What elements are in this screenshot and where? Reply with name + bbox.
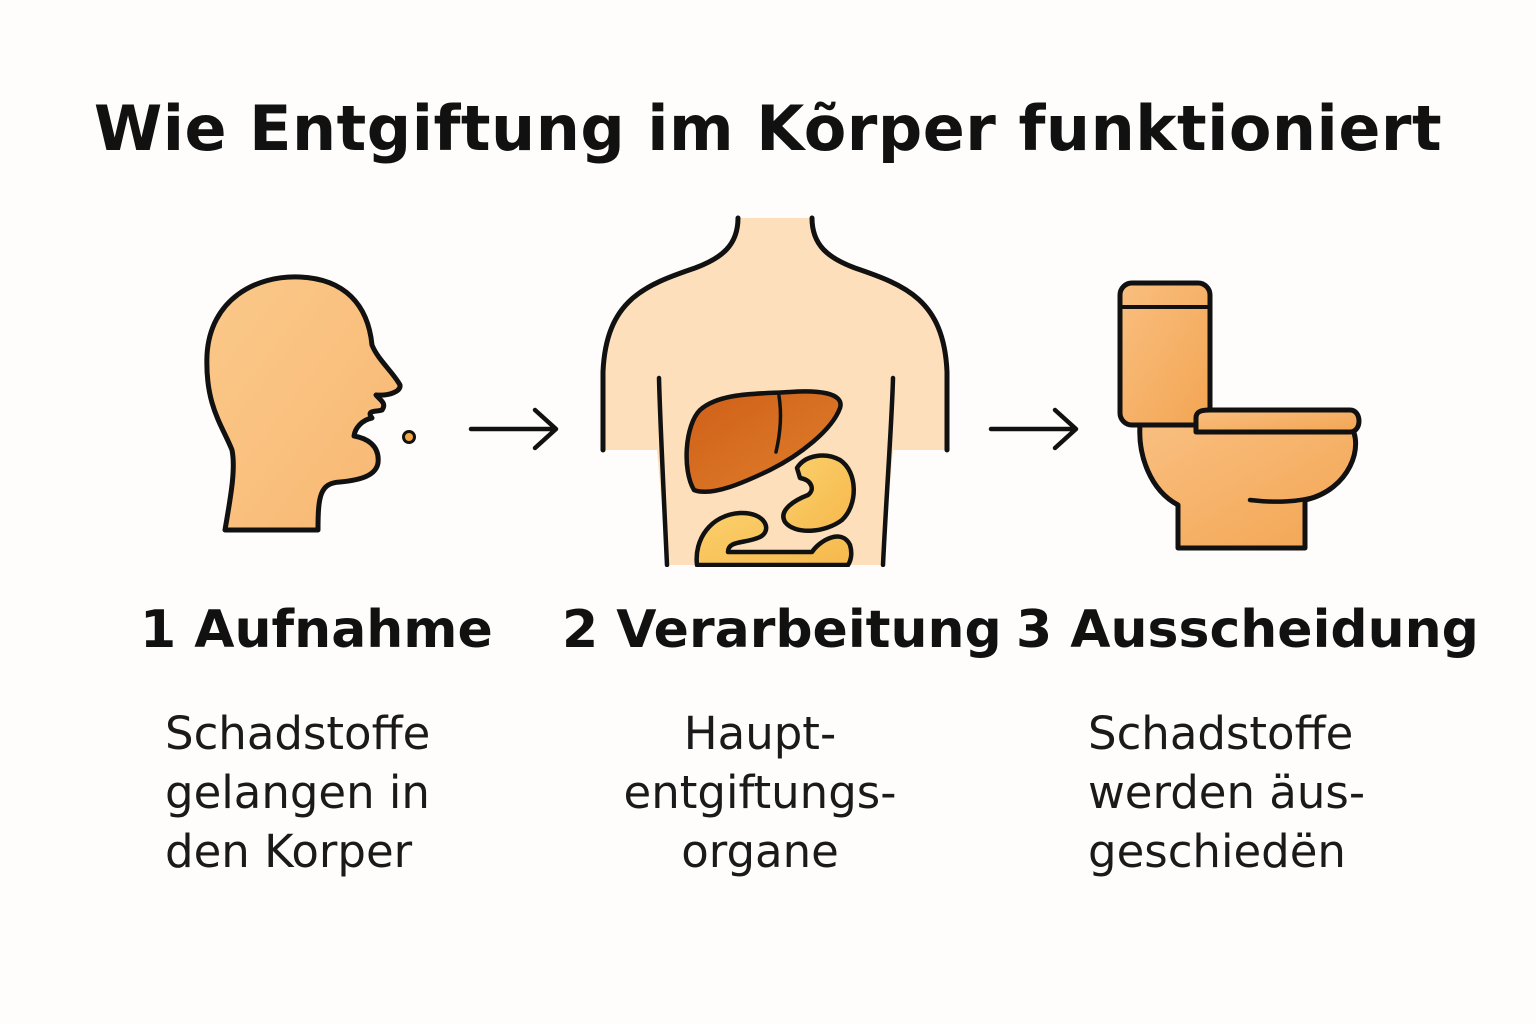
step-2-heading: 2 Verarbeitung bbox=[562, 600, 1002, 660]
arrow-right-icon bbox=[988, 407, 1079, 451]
step-3-line: werden äus- bbox=[1088, 766, 1366, 819]
step-1-line: den Korper bbox=[165, 825, 413, 878]
step-3-description: Schadstoffe werden äus- geschiedën bbox=[1088, 704, 1418, 881]
step-2-line: Haupt- bbox=[683, 707, 837, 760]
breath-particle bbox=[402, 430, 416, 444]
liver bbox=[684, 389, 843, 495]
step-1-description: Schadstoffe gelangen in den Korper bbox=[165, 704, 485, 881]
head-shape bbox=[204, 274, 403, 533]
page-title: Wie Entgiftung im Kõrper funktioniert bbox=[93, 92, 1443, 165]
stomach bbox=[781, 453, 856, 534]
step-2-line: organe bbox=[681, 825, 839, 878]
intestines bbox=[694, 510, 854, 567]
step-2-description: Haupt- entgiftungs- organe bbox=[560, 704, 960, 881]
arrow-right-icon bbox=[468, 407, 559, 451]
step-1-heading: 1 Aufnahme bbox=[140, 600, 493, 660]
toilet-bowl bbox=[1137, 422, 1359, 551]
step-3-line: Schadstoffe bbox=[1088, 707, 1354, 760]
head-breathing-icon bbox=[204, 274, 416, 533]
toilet-tank bbox=[1117, 280, 1213, 428]
toilet-icon bbox=[1117, 280, 1362, 551]
step-1-line: gelangen in bbox=[165, 766, 430, 819]
step-2-line: entgiftungs- bbox=[623, 766, 897, 819]
torso-organs-icon bbox=[600, 215, 950, 567]
toilet-seat bbox=[1193, 407, 1362, 435]
step-3-line: geschiedën bbox=[1088, 825, 1346, 878]
step-3-heading: 3 Ausscheidung bbox=[1016, 600, 1479, 660]
step-1-line: Schadstoffe bbox=[165, 707, 431, 760]
